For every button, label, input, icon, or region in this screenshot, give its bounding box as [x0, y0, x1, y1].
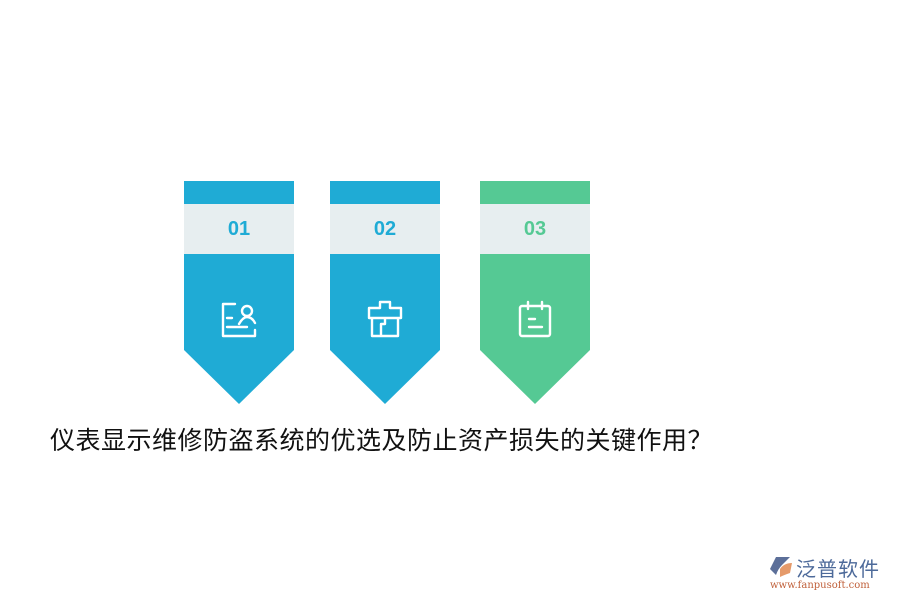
calendar-note-icon — [518, 300, 552, 338]
step-banner-03: 03 — [480, 181, 590, 405]
box-package-icon — [367, 300, 403, 338]
fanpu-logo-icon — [770, 557, 792, 577]
brand-url: www.fanpusoft.com — [770, 580, 870, 591]
banner-top-strip — [184, 181, 294, 204]
brand-logo: 泛普软件 www.fanpusoft.com — [768, 553, 893, 593]
banner-body — [184, 254, 294, 404]
step-number: 02 — [330, 204, 440, 254]
banner-body — [480, 254, 590, 404]
step-number: 03 — [480, 204, 590, 254]
banner-top-strip — [480, 181, 590, 204]
brand-name: 泛普软件 — [796, 557, 880, 581]
step-banner-01: 01 — [184, 181, 294, 405]
banner-body — [330, 254, 440, 404]
page-title: 仪表显示维修防盗系统的优选及防止资产损失的关键作用？ — [50, 426, 714, 455]
step-banner-02: 02 — [330, 181, 440, 405]
banner-top-strip — [330, 181, 440, 204]
step-number: 01 — [184, 204, 294, 254]
id-card-icon — [221, 302, 257, 338]
